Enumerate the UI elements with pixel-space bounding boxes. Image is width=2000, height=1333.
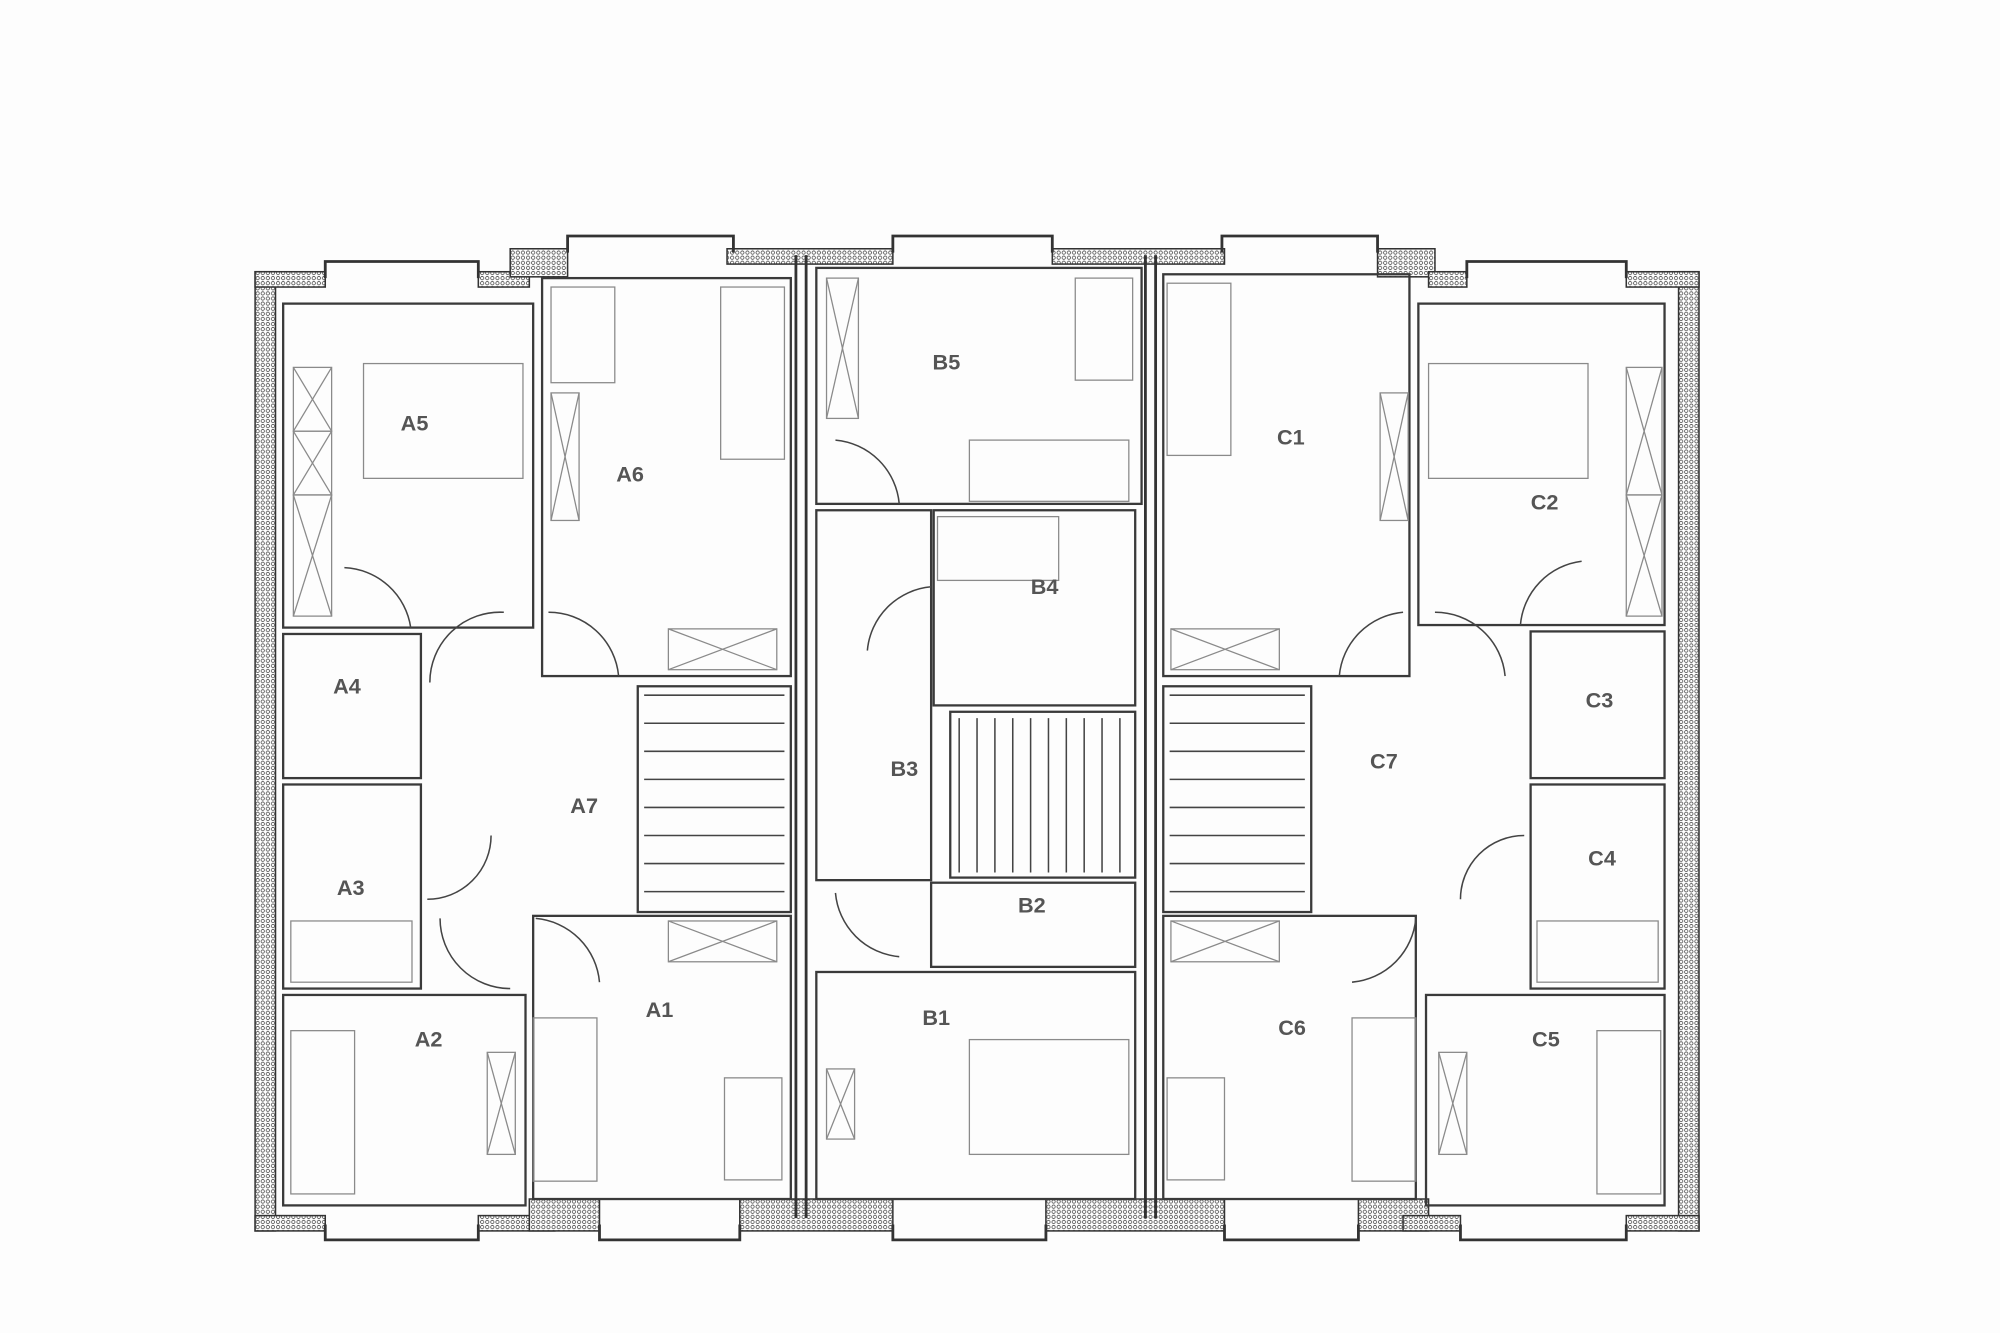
wardrobe <box>825 1068 856 1140</box>
wardrobe-cross <box>486 1052 516 1155</box>
label-A1: A1 <box>646 997 674 1022</box>
label-C4: C4 <box>1588 845 1616 870</box>
stair-B <box>949 710 1137 879</box>
room-C5 <box>1424 993 1666 1207</box>
desk <box>1166 1077 1226 1181</box>
room-C2 <box>1417 302 1666 627</box>
wardrobe-cross <box>1379 392 1409 521</box>
exterior-walls <box>254 234 1700 1242</box>
label-C1: C1 <box>1277 425 1305 450</box>
wardrobe-cross <box>668 628 778 671</box>
label-A5: A5 <box>401 411 429 436</box>
label-A4: A4 <box>333 673 361 698</box>
label-A3: A3 <box>337 875 365 900</box>
room-B2 <box>929 881 1137 969</box>
room-B4 <box>932 509 1137 707</box>
wardrobe-cross <box>1170 628 1280 671</box>
label-C6: C6 <box>1278 1015 1306 1040</box>
bed <box>362 362 524 479</box>
bed <box>720 286 786 460</box>
wardrobe <box>292 494 333 617</box>
bathtub <box>1536 920 1659 983</box>
desk <box>723 1077 783 1181</box>
wardrobe <box>667 920 778 963</box>
label-C3: C3 <box>1586 687 1614 712</box>
stair-C <box>1162 685 1313 914</box>
doors <box>344 439 1582 990</box>
wardrobe-cross <box>292 494 333 617</box>
room-C4 <box>1529 783 1666 990</box>
wardrobe-cross <box>292 367 333 432</box>
room-A5 <box>282 302 535 629</box>
bed <box>1166 282 1232 457</box>
room-C1 <box>1162 273 1411 678</box>
label-A6: A6 <box>616 462 644 487</box>
wardrobe <box>1170 628 1280 671</box>
bed <box>1351 1017 1417 1182</box>
room-B1 <box>815 970 1137 1201</box>
room-A1 <box>532 914 792 1201</box>
stair-treads <box>644 694 1305 893</box>
wardrobe-cross <box>668 920 778 963</box>
wardrobe-cross <box>1625 367 1663 496</box>
wardrobe <box>1625 494 1663 617</box>
bed <box>968 439 1130 502</box>
wardrobe-cross <box>292 430 333 496</box>
room-A6 <box>540 276 792 678</box>
sofa <box>290 1030 356 1195</box>
wardrobe-cross <box>550 392 580 521</box>
desk <box>550 286 616 384</box>
stair-A <box>636 685 792 914</box>
desk <box>1074 277 1134 381</box>
wardrobe <box>1438 1051 1468 1156</box>
wardrobe <box>667 628 778 671</box>
label-B3: B3 <box>890 756 918 781</box>
wardrobe-cross <box>825 277 860 419</box>
room-A3 <box>282 783 423 990</box>
bathtub <box>290 920 413 983</box>
wardrobe <box>550 392 580 522</box>
wardrobe <box>1170 920 1280 963</box>
bed <box>1427 362 1589 479</box>
party-walls <box>794 255 1158 1219</box>
wardrobe-cross <box>1625 494 1663 617</box>
label-B1: B1 <box>922 1005 950 1030</box>
label-C7: C7 <box>1370 749 1398 774</box>
label-C5: C5 <box>1532 1027 1560 1052</box>
furniture <box>290 277 1662 1195</box>
label-B4: B4 <box>1031 574 1059 599</box>
label-B5: B5 <box>933 349 961 374</box>
wardrobe <box>1379 392 1409 522</box>
sofa <box>1596 1030 1662 1195</box>
room-A2 <box>282 993 527 1207</box>
room-B5 <box>815 266 1143 506</box>
room-labels: A5 A6 A4 A3 A7 A2 A1 B5 B4 B3 B2 B1 C1 C… <box>333 349 1616 1051</box>
label-C2: C2 <box>1531 490 1559 515</box>
bathtub <box>936 515 1060 582</box>
room-C6 <box>1162 914 1417 1201</box>
bed <box>968 1038 1130 1156</box>
room-B3 <box>815 509 933 882</box>
wardrobe-cross <box>825 1068 856 1140</box>
wardrobe <box>825 277 860 420</box>
room-A4 <box>282 632 423 780</box>
wardrobe <box>486 1051 516 1156</box>
label-A7: A7 <box>570 793 598 818</box>
room-C3 <box>1529 630 1666 780</box>
bed <box>532 1017 598 1182</box>
label-A2: A2 <box>415 1027 443 1052</box>
wardrobe-cross <box>1170 920 1280 963</box>
label-B2: B2 <box>1018 893 1046 918</box>
wardrobes <box>292 277 1663 1156</box>
wardrobe-cross <box>1438 1052 1468 1155</box>
